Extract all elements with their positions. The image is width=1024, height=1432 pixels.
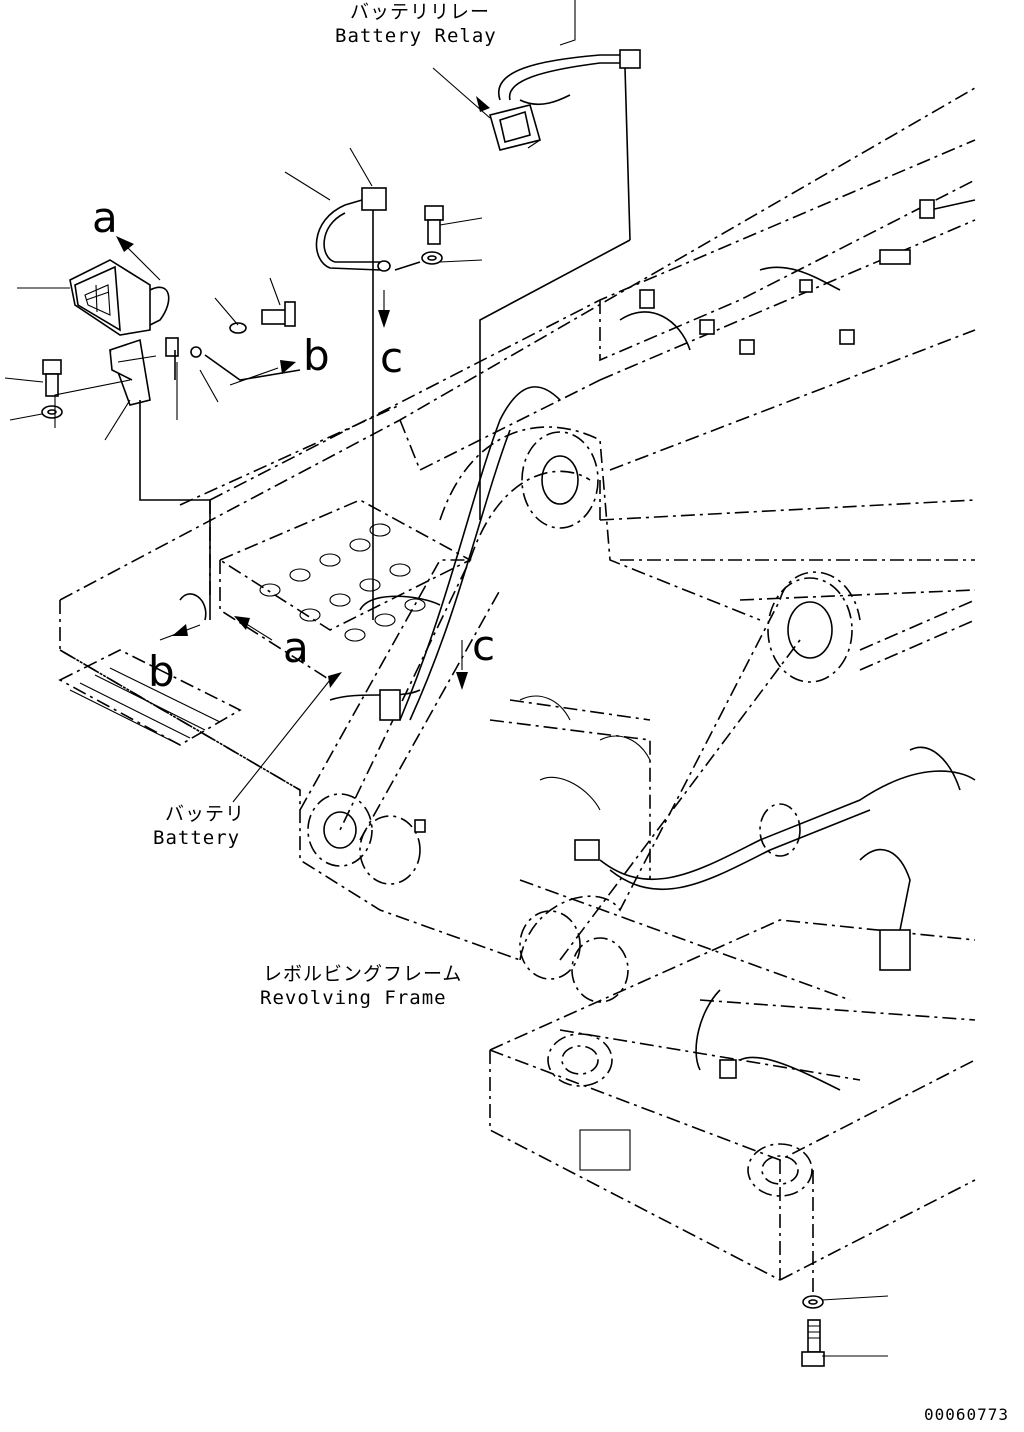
battery-label-jp: バッテリ: [165, 803, 245, 825]
bolt-top: [421, 205, 444, 265]
callout-c-bottom: c: [472, 621, 495, 670]
drawing-number: 00060773: [924, 1405, 1009, 1424]
callout-arrows: [116, 96, 490, 690]
harness-routing: [379, 199, 976, 1091]
work-lamp: [69, 259, 170, 336]
battery-relay-label-jp: バッテリリレー: [350, 1, 490, 23]
revolving-frame-label-en: Revolving Frame: [260, 987, 447, 1009]
revolving-frame-label-jp: レボルビングフレーム: [263, 963, 462, 985]
callout-b-bottom: b: [148, 647, 175, 696]
lamp-bracket: [41, 301, 301, 620]
callout-a-top: a: [92, 193, 118, 242]
callout-a-bottom: a: [283, 623, 309, 672]
callout-b-top: b: [303, 331, 330, 380]
battery-label-en: Battery: [153, 827, 240, 849]
battery-tray: [179, 499, 472, 701]
battery-relay-label-en: Battery Relay: [335, 25, 497, 47]
harness-connector: [315, 187, 421, 620]
battery-relay: [479, 49, 641, 520]
revolving-frame: [58, 87, 976, 1281]
bottom-bolt: [801, 1170, 825, 1367]
callout-c-top: c: [380, 333, 403, 382]
